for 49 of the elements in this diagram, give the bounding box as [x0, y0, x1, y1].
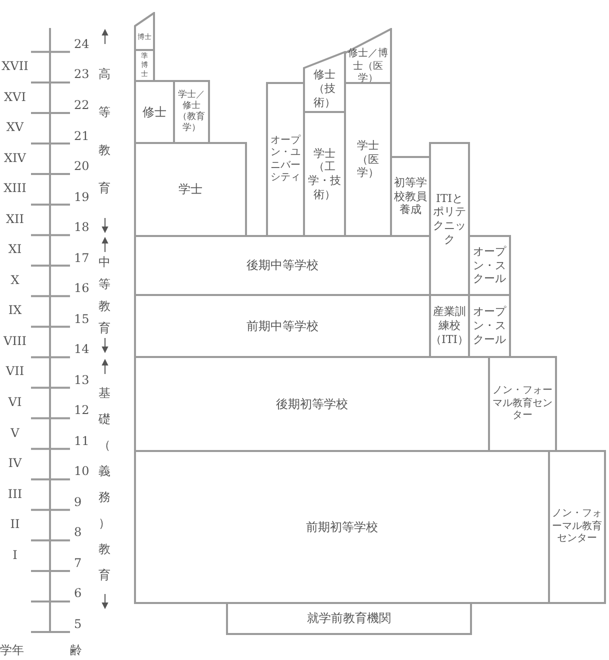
school-box: ノン・フォーマル教育センター — [548, 450, 606, 604]
school-box: 学士 — [134, 142, 247, 237]
grade-numeral: VIII — [2, 334, 28, 348]
school-box: 就学前教育機関 — [226, 602, 472, 635]
school-box: 修士 — [134, 80, 175, 144]
age-number: 8 — [74, 525, 82, 540]
age-number: 6 — [74, 586, 82, 600]
grade-numeral: VII — [4, 364, 26, 378]
age-number: 14 — [74, 342, 90, 356]
level-label: 中等教育 — [98, 254, 111, 337]
age-number: 5 — [74, 617, 82, 631]
grade-numeral: XIV — [3, 150, 27, 165]
age-number: 22 — [74, 98, 90, 112]
grade-numeral: XIII — [2, 181, 28, 196]
grade-numeral: III — [6, 486, 24, 501]
grade-numeral: I — [12, 548, 18, 562]
school-box: 前期初等学校 — [134, 450, 550, 604]
age-number: 19 — [74, 190, 90, 204]
age-number: 10 — [74, 464, 90, 478]
level-label: 高等教育 — [98, 66, 111, 197]
age-number: 16 — [74, 281, 90, 296]
grade-numeral: XV — [5, 120, 25, 134]
grade-numeral: IX — [7, 303, 23, 318]
grade-numeral: XVI — [3, 90, 27, 104]
grade-numeral: X — [10, 272, 20, 287]
grade-numeral: V — [10, 426, 20, 440]
grade-numeral: XII — [4, 212, 26, 226]
age-number: 24 — [74, 36, 90, 51]
axis-title: 齢 — [70, 642, 82, 659]
school-box: オープン・スクール — [468, 235, 511, 296]
grade-numeral: IV — [7, 456, 23, 470]
school-box: 学士／修士（教育学） — [173, 80, 210, 144]
age-number: 23 — [74, 67, 90, 82]
age-number: 18 — [74, 220, 90, 234]
age-number: 15 — [74, 312, 90, 326]
age-number: 12 — [74, 403, 90, 418]
age-number: 13 — [74, 372, 90, 387]
level-label: 基礎（義務）教育 — [98, 385, 111, 584]
grade-numeral: XI — [7, 242, 23, 256]
grade-numeral: VI — [7, 395, 23, 410]
age-number: 21 — [74, 128, 90, 143]
grade-numeral: II — [9, 517, 21, 532]
grade-numeral: XVII — [0, 59, 30, 74]
age-number: 17 — [74, 250, 90, 265]
age-number: 9 — [74, 494, 82, 509]
axis-title: 学年 — [0, 642, 24, 659]
age-number: 20 — [74, 159, 90, 174]
age-number: 11 — [74, 434, 90, 448]
age-number: 7 — [74, 556, 82, 570]
